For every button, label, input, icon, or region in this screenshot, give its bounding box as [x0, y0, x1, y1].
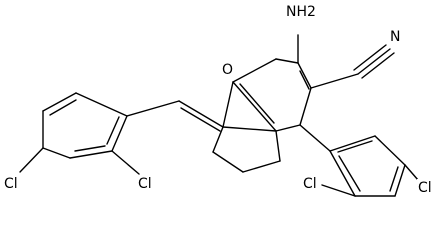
cl-right-ortho-label: Cl [303, 176, 317, 192]
ring-oxygen-label: O [222, 62, 233, 78]
structure-drawing: NH2 N O Cl Cl Cl Cl [3, 3, 435, 197]
left-ring-chlorines [19, 147, 140, 175]
molecule-canvas: NH2 N O Cl Cl Cl Cl [3, 3, 435, 197]
cl-left-ortho-label: Cl [138, 176, 152, 192]
cl-right-para-label: Cl [418, 180, 432, 196]
left-dichlorophenyl-ring [42, 92, 128, 159]
amino-label: NH2 [286, 4, 316, 20]
right-dichlorophenyl-ring [299, 124, 406, 197]
pyran-ring [232, 58, 312, 132]
atom-labels: NH2 N O Cl Cl Cl Cl [3, 3, 435, 197]
cl-left-para-label: Cl [4, 176, 18, 192]
amino-nitrile-substituents [297, 34, 395, 89]
right-ring-chlorines [321, 164, 426, 197]
cyclohexene-ring [212, 81, 281, 173]
nitrile-n-label: N [390, 29, 400, 45]
methylidene-bridge [126, 100, 224, 132]
